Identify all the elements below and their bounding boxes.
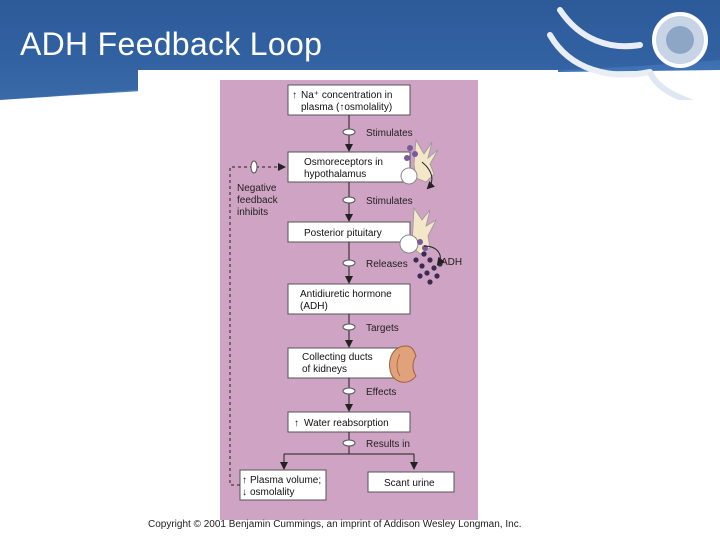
verb-stimulates-2: Stimulates [366,196,413,207]
adh-molecules [413,245,445,285]
plasma-down-arrow: ↓ [242,487,247,498]
plasma-line1: Plasma volume; [250,475,321,486]
neuron-illustration-2 [399,206,437,255]
verb-effects: Effects [366,387,396,398]
urine-label: Scant urine [384,478,435,489]
sodium-line2: plasma (↑osmolality) [301,102,392,113]
ducts-line2: of kidneys [302,364,347,375]
osmoreceptors-box: Osmoreceptors in hypothalamus [287,151,411,183]
copyright-notice: Copyright © 2001 Benjamin Cummings, an i… [148,519,522,530]
feedback-line2: feedback [237,195,279,206]
stethoscope-icon [547,7,708,100]
water-up-arrow: ↑ [294,418,299,429]
adh-diagram: ↑ Na⁺ concentration in plasma (↑osmolali… [220,80,478,520]
verb-stimulates-1: Stimulates [366,128,413,139]
connector-symbol [342,387,356,395]
osmo-line2: hypothalamus [304,169,366,180]
connector-symbol [342,439,356,447]
ducts-line1: Collecting ducts [302,352,373,363]
sodium-up-arrow: ↑ [292,90,297,101]
posterior-pituitary-box: Posterior pituitary [287,221,411,243]
connector-symbol [342,196,356,204]
adh-box: Antidiuretic hormone (ADH) [287,283,411,315]
feedback-line3: inhibits [237,207,268,218]
verb-releases: Releases [366,259,408,270]
plasma-line2: osmolality [250,487,294,498]
pituitary-label: Posterior pituitary [304,228,382,239]
sodium-concentration-box: ↑ Na⁺ concentration in plasma (↑osmolali… [287,84,411,116]
scant-urine-box: Scant urine [367,471,455,493]
plasma-volume-box: ↑ Plasma volume; ↓ osmolality [239,469,327,501]
negative-feedback-loop: Negative feedback inhibits [229,160,286,486]
adh-line1: Antidiuretic hormone [300,289,392,300]
feedback-line1: Negative [237,183,277,194]
adh-label: ADH [441,257,462,268]
water-reabsorption-box: ↑ Water reabsorption [287,411,411,433]
slide-title: ADH Feedback Loop [20,26,323,62]
water-label: Water reabsorption [304,418,389,429]
connector-symbol [342,128,356,136]
connector-symbol [342,259,356,267]
verb-targets: Targets [366,323,399,334]
sodium-line1: Na⁺ concentration in [301,90,392,101]
kidney-icon [389,345,417,383]
diagram-figure: ↑ Na⁺ concentration in plasma (↑osmolali… [138,70,558,540]
adh-line2: (ADH) [300,301,328,312]
neuron-illustration-1 [400,138,439,190]
plasma-up-arrow: ↑ [242,475,247,486]
connector-symbol [342,323,356,331]
verb-results-in: Results in [366,439,410,450]
collecting-ducts-box: Collecting ducts of kidneys [287,347,411,379]
osmo-line1: Osmoreceptors in [304,157,383,168]
